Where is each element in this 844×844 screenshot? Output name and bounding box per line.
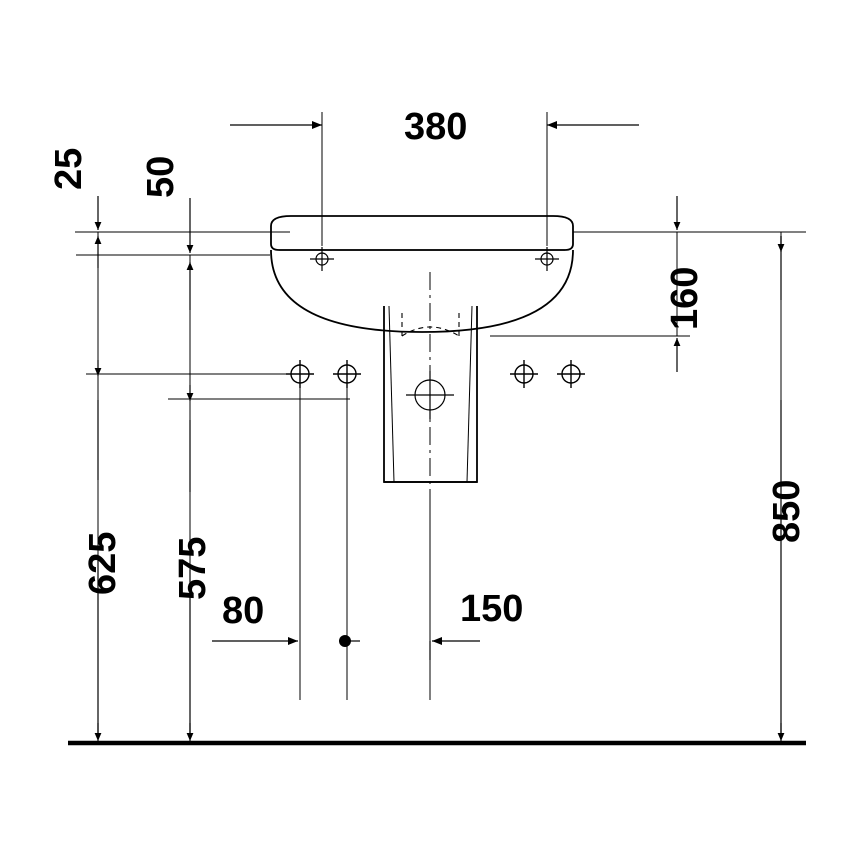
pedestal-inner-left [388,305,395,483]
extension-lines [75,112,806,743]
tap-hole-right [535,247,559,271]
dim-label-625: 625 [82,531,124,595]
dim-label-80: 80 [222,590,265,632]
waste-outlet-crosshair [406,371,454,419]
basin-deck-outline [270,215,574,251]
basin-bowl-outline [270,249,574,333]
fixing-hole-3 [510,360,538,388]
dim-label-25: 25 [48,147,90,190]
dim-label-150: 150 [460,588,524,630]
fixing-hole-4 [557,360,585,388]
dim-80-dot [339,635,351,647]
dim-label-575: 575 [172,536,214,600]
dim-label-50: 50 [140,155,182,198]
dim-label-850: 850 [766,479,808,543]
dimension-lines [94,121,785,741]
dim-label-160: 160 [664,266,706,330]
tap-hole-left [310,247,334,271]
pedestal-inner-right [466,305,473,483]
dim-label-380: 380 [404,106,468,148]
